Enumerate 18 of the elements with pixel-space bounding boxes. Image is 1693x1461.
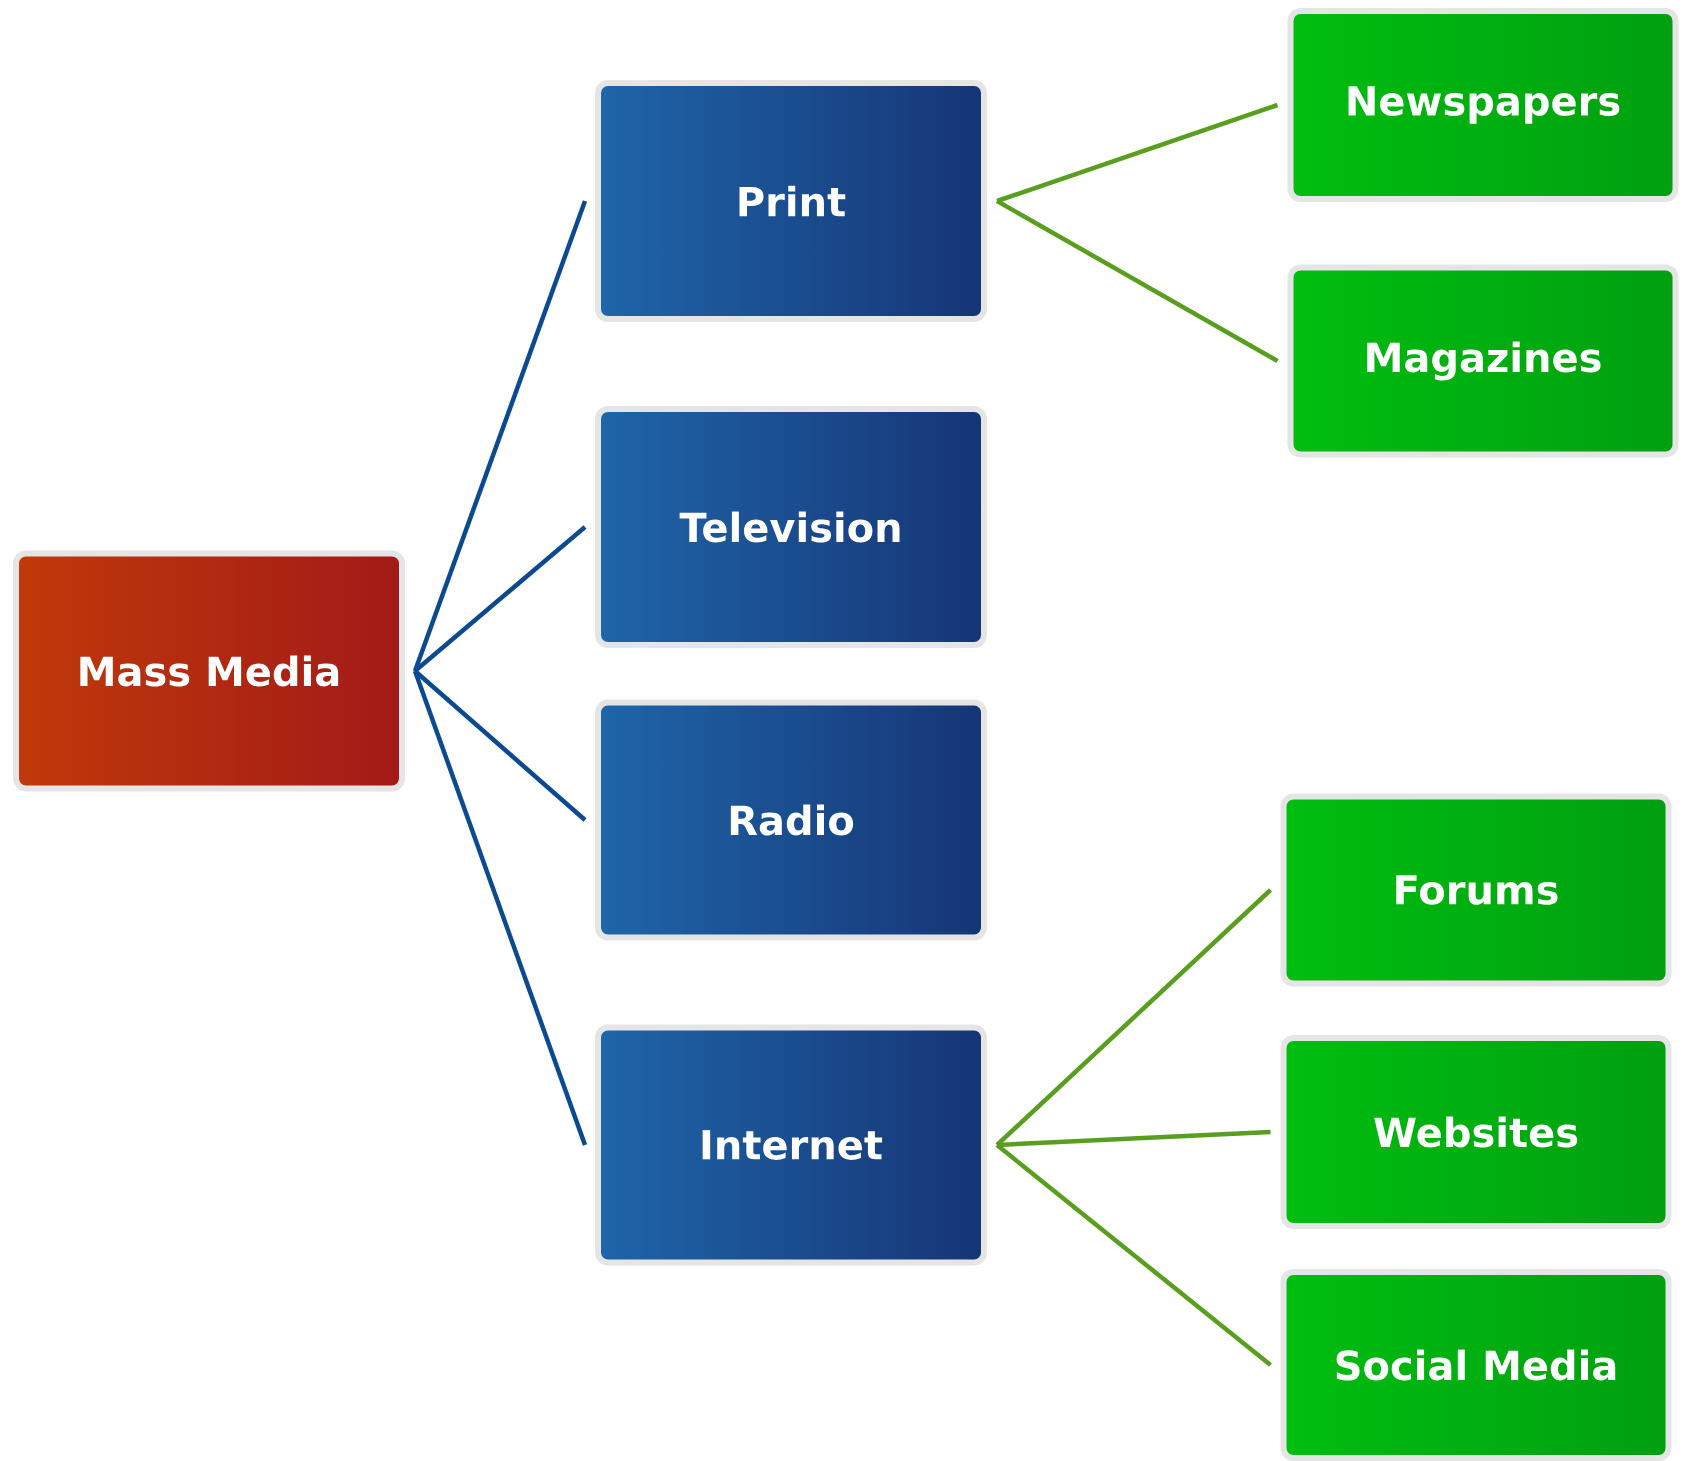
topic-box: Social Media: [1280, 1269, 1672, 1461]
topic-box: Newspapers: [1287, 8, 1679, 202]
topic-box: Forums: [1280, 793, 1672, 987]
topic-box: Internet: [595, 1024, 987, 1266]
topic-box: Radio: [595, 699, 987, 941]
connector-line: [995, 888, 1273, 1147]
topic-box: Television: [595, 406, 987, 648]
connector-line: [995, 1143, 1272, 1367]
topic-box: Websites: [1280, 1035, 1672, 1229]
topic-box: Magazines: [1287, 264, 1679, 458]
connector-line: [413, 525, 587, 673]
connector-line: [412, 670, 588, 1146]
connector-line: [995, 199, 1279, 363]
topic-box: Print: [595, 80, 987, 322]
connector-line: [996, 102, 1279, 204]
connector-line: [412, 200, 588, 672]
connector-line: [413, 669, 587, 822]
topic-box: Mass Media: [13, 550, 405, 792]
